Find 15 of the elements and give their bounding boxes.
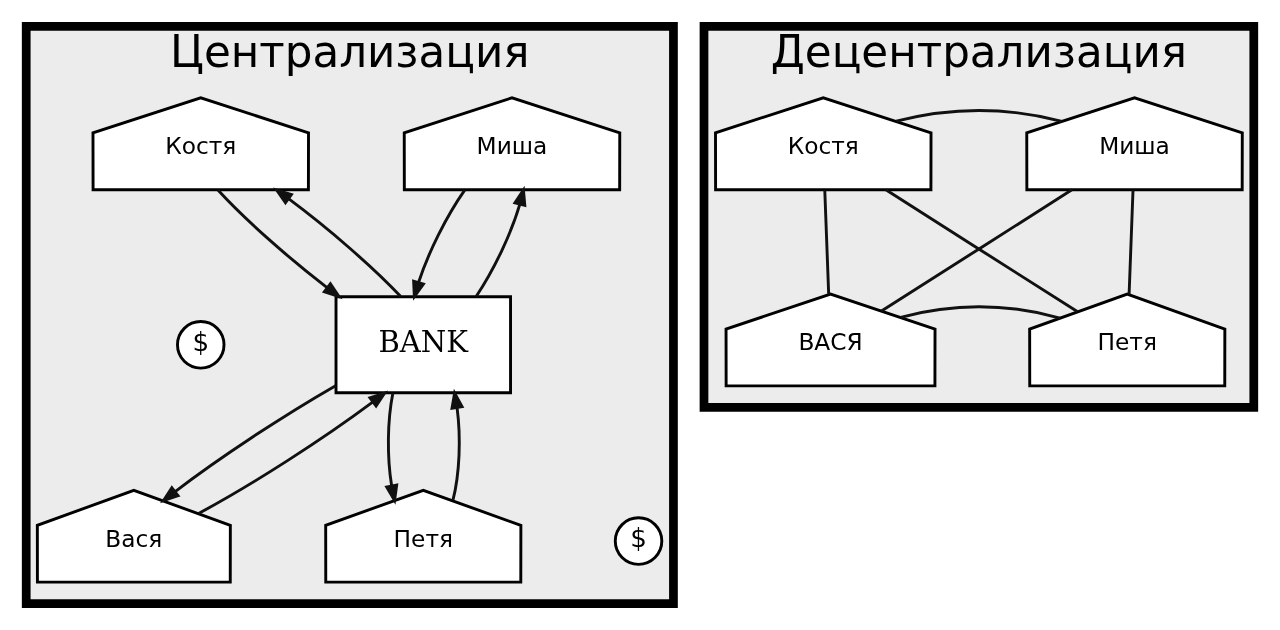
arrow <box>197 390 389 515</box>
arrow <box>474 185 527 298</box>
arrow <box>384 392 399 505</box>
arrow <box>216 189 343 300</box>
arrow <box>160 384 337 504</box>
arrow <box>273 187 402 298</box>
label: $ <box>192 327 210 358</box>
label: $ <box>630 523 647 554</box>
arrow <box>412 189 466 301</box>
connector <box>900 305 1061 320</box>
node-box: BANK <box>334 295 512 395</box>
connector <box>823 190 831 295</box>
arrow <box>450 388 465 501</box>
connector <box>895 109 1063 123</box>
connector <box>1127 190 1135 295</box>
